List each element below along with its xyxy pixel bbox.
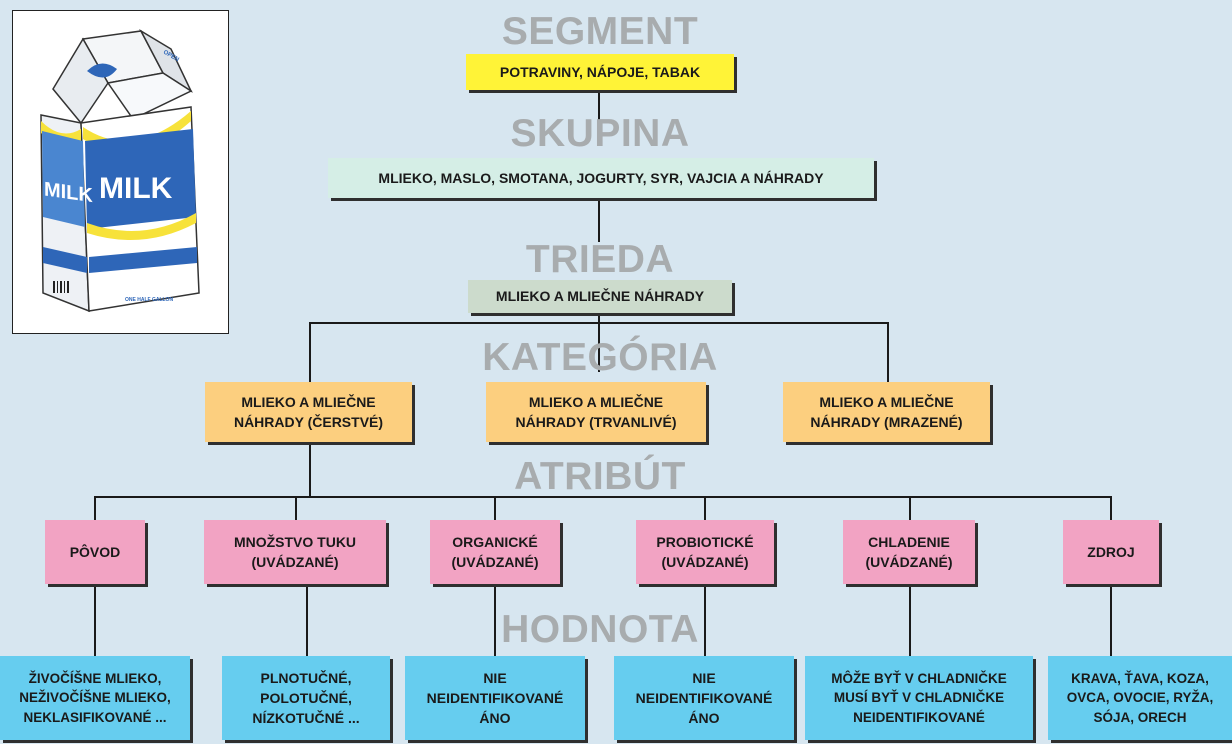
level-title-hodnota: HODNOTA [501,608,699,651]
connector-to-value-3 [494,584,496,658]
category-box-frozen: MLIEKO A MLIEČNE NÁHRADY (MRAZENÉ) [783,382,990,442]
attribute-box-cooling: CHLADENIE (UVÁDZANÉ) [843,520,975,584]
connector-to-value-5 [909,584,911,658]
attribute-box-source: ZDROJ [1063,520,1159,584]
level-title-kategoria: KATEGÓRIA [482,336,718,379]
category-box-fresh: MLIEKO A MLIEČNE NÁHRADY (ČERSTVÉ) [205,382,412,442]
connector-to-value-6 [1110,584,1112,658]
milk-carton-image: OPEN MILK MILK ONE HALF GALLON [12,10,229,334]
connector-to-attribute-4 [704,496,706,522]
trieda-box: MLIEKO A MLIEČNE NÁHRADY [468,280,732,313]
carton-front-label: MILK [99,172,173,205]
skupina-box: MLIEKO, MASLO, SMOTANA, JOGURTY, SYR, VA… [328,158,874,198]
value-box-fat: PLNOTUČNÉ, POLOTUČNÉ, NÍZKOTUČNÉ ... [222,656,390,740]
level-title-trieda: TRIEDA [525,238,675,281]
connector-to-attribute-5 [909,496,911,522]
connector-to-category-3 [887,322,889,382]
attribute-box-probiotic: PROBIOTICKÉ (UVÁDZANÉ) [636,520,774,584]
level-title-atribut: ATRIBÚT [514,455,686,498]
value-box-probiotic: NIE NEIDENTIFIKOVANÉ ÁNO [614,656,794,740]
connector-to-value-1 [94,584,96,658]
connector-attribute-bar [94,496,1112,498]
value-box-cooling: MÔŽE BYŤ V CHLADNIČKE MUSÍ BYŤ V CHLADNI… [805,656,1033,740]
milk-carton-icon: OPEN MILK MILK ONE HALF GALLON [40,28,200,313]
barcode-icon [53,281,69,293]
segment-box: POTRAVINY, NÁPOJE, TABAK [466,54,734,90]
attribute-box-origin: PÔVOD [45,520,145,584]
connector-to-value-4 [704,584,706,658]
connector-to-category-1 [309,322,311,382]
connector-to-attribute-6 [1110,496,1112,522]
connector-to-attribute-1 [94,496,96,522]
connector-skupina-trieda [598,198,600,242]
connector-to-attribute-3 [494,496,496,522]
value-box-origin: ŽIVOČÍŠNE MLIEKO, NEŽIVOČÍŠNE MLIEKO, NE… [0,656,190,740]
connector-segment-skupina [598,88,600,120]
connector-trieda-down [598,312,600,323]
value-box-source: KRAVA, ŤAVA, KOZA, OVCA, OVOCIE, RYŽA, S… [1048,656,1232,740]
connector-to-category-2 [598,322,600,372]
level-title-skupina: SKUPINA [510,112,690,155]
carton-bottom-label: ONE HALF GALLON [125,297,173,303]
connector-to-value-2 [306,584,308,658]
connector-to-attribute-2 [295,496,297,522]
category-box-long-life: MLIEKO A MLIEČNE NÁHRADY (TRVANLIVÉ) [486,382,706,442]
level-title-segment: SEGMENT [501,10,699,53]
value-box-organic: NIE NEIDENTIFIKOVANÉ ÁNO [405,656,585,740]
attribute-box-organic: ORGANICKÉ (UVÁDZANÉ) [430,520,560,584]
connector-category-to-attributes [309,442,311,498]
attribute-box-fat: MNOŽSTVO TUKU (UVÁDZANÉ) [204,520,386,584]
